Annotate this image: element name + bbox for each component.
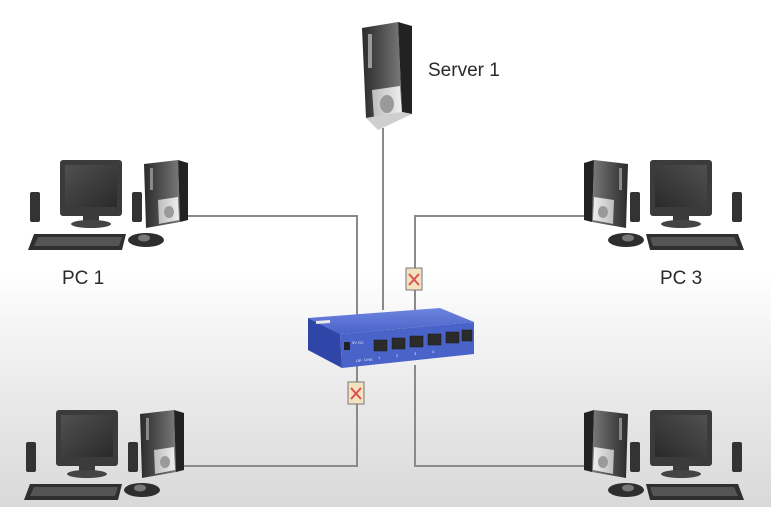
pc-3-icon (584, 160, 744, 250)
server-1-label: Server 1 (428, 60, 500, 81)
switch-side-label: 5V DC (352, 340, 364, 345)
network-switch-icon: UP LINK 1 2 3 4 5V DC (308, 308, 474, 368)
cable-pc2 (180, 362, 358, 467)
cable-pc3 (414, 215, 592, 312)
switch-port-label: UP (356, 358, 362, 363)
pc-1-label: PC 1 (62, 268, 105, 289)
blocked-link-icon (347, 381, 365, 405)
switch-port-label: 3 (414, 351, 417, 356)
cable-lines (180, 128, 592, 467)
cable-pc1 (183, 215, 358, 315)
pc-2-icon (24, 410, 184, 500)
switch-port-label: 2 (396, 353, 399, 358)
switch-port-label: LINK (364, 357, 373, 362)
pc-4-icon (584, 410, 744, 500)
switch-port-label: 4 (432, 349, 435, 354)
blocked-link-icon (405, 267, 423, 291)
server-1-icon (362, 22, 412, 130)
pc-3-label: PC 3 (660, 268, 703, 289)
switch-port-label: 1 (378, 355, 381, 360)
cable-pc4 (414, 365, 590, 467)
pc-1-icon (28, 160, 188, 250)
